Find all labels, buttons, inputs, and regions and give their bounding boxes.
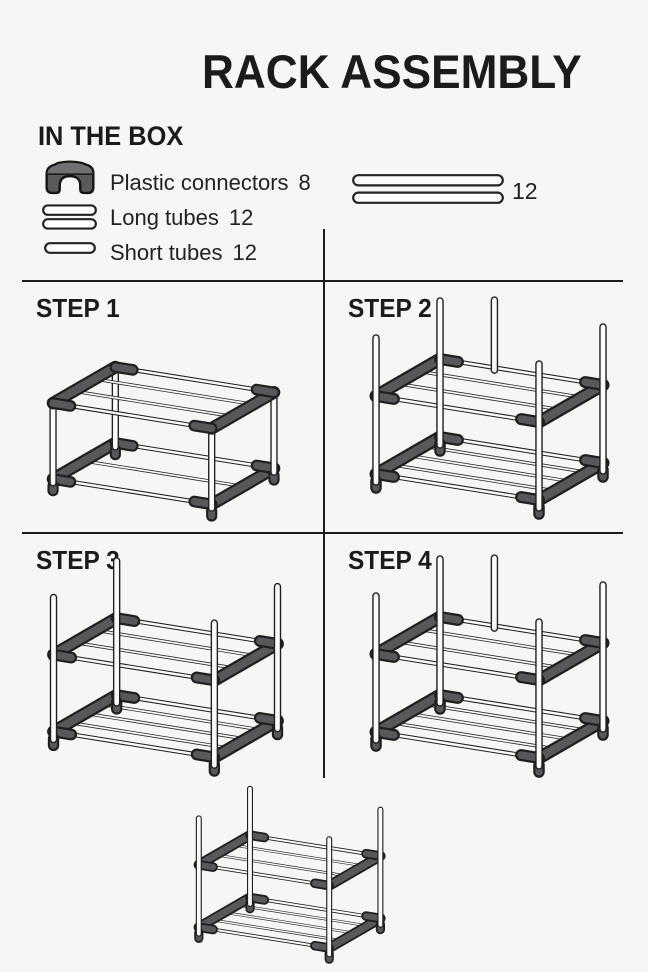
page-title: RACK ASSEMBLY (202, 45, 582, 98)
loose-tubes-icon (352, 174, 504, 205)
in-the-box-heading: IN THE BOX (38, 121, 184, 151)
divider-vertical (323, 229, 326, 778)
rack-illustration-step-3 (47, 557, 284, 777)
part-count: 8 (298, 170, 311, 195)
rack-illustration-step-2 (369, 296, 610, 520)
divider-horizontal-top (22, 280, 623, 283)
rack-illustration-step-4 (369, 554, 610, 778)
final-rack-illustration (193, 785, 386, 964)
part-label: Plastic connectors (110, 170, 289, 195)
rack-illustration-step-1 (46, 360, 281, 522)
long-tubes-icon (42, 204, 97, 230)
part-count: 12 (232, 240, 257, 265)
step-4-label: STEP 4 (348, 545, 432, 575)
plastic-connector-icon (42, 158, 98, 198)
part-row-long-tubes: Long tubes 12 (110, 205, 253, 231)
step-2-label: STEP 2 (348, 293, 432, 323)
step-1-label: STEP 1 (36, 293, 120, 323)
short-tube-icon (44, 242, 96, 255)
part-row-plastic-connectors: Plastic connectors 8 (110, 170, 311, 196)
part-count: 12 (228, 205, 254, 230)
divider-horizontal-middle (22, 532, 623, 535)
part-label: Long tubes (110, 205, 219, 230)
part-row-short-tubes: Short tubes 12 (110, 240, 257, 266)
step-3-label: STEP 3 (36, 545, 120, 575)
part-label: Short tubes (110, 240, 223, 265)
loose-tubes-count: 12 (512, 178, 538, 204)
